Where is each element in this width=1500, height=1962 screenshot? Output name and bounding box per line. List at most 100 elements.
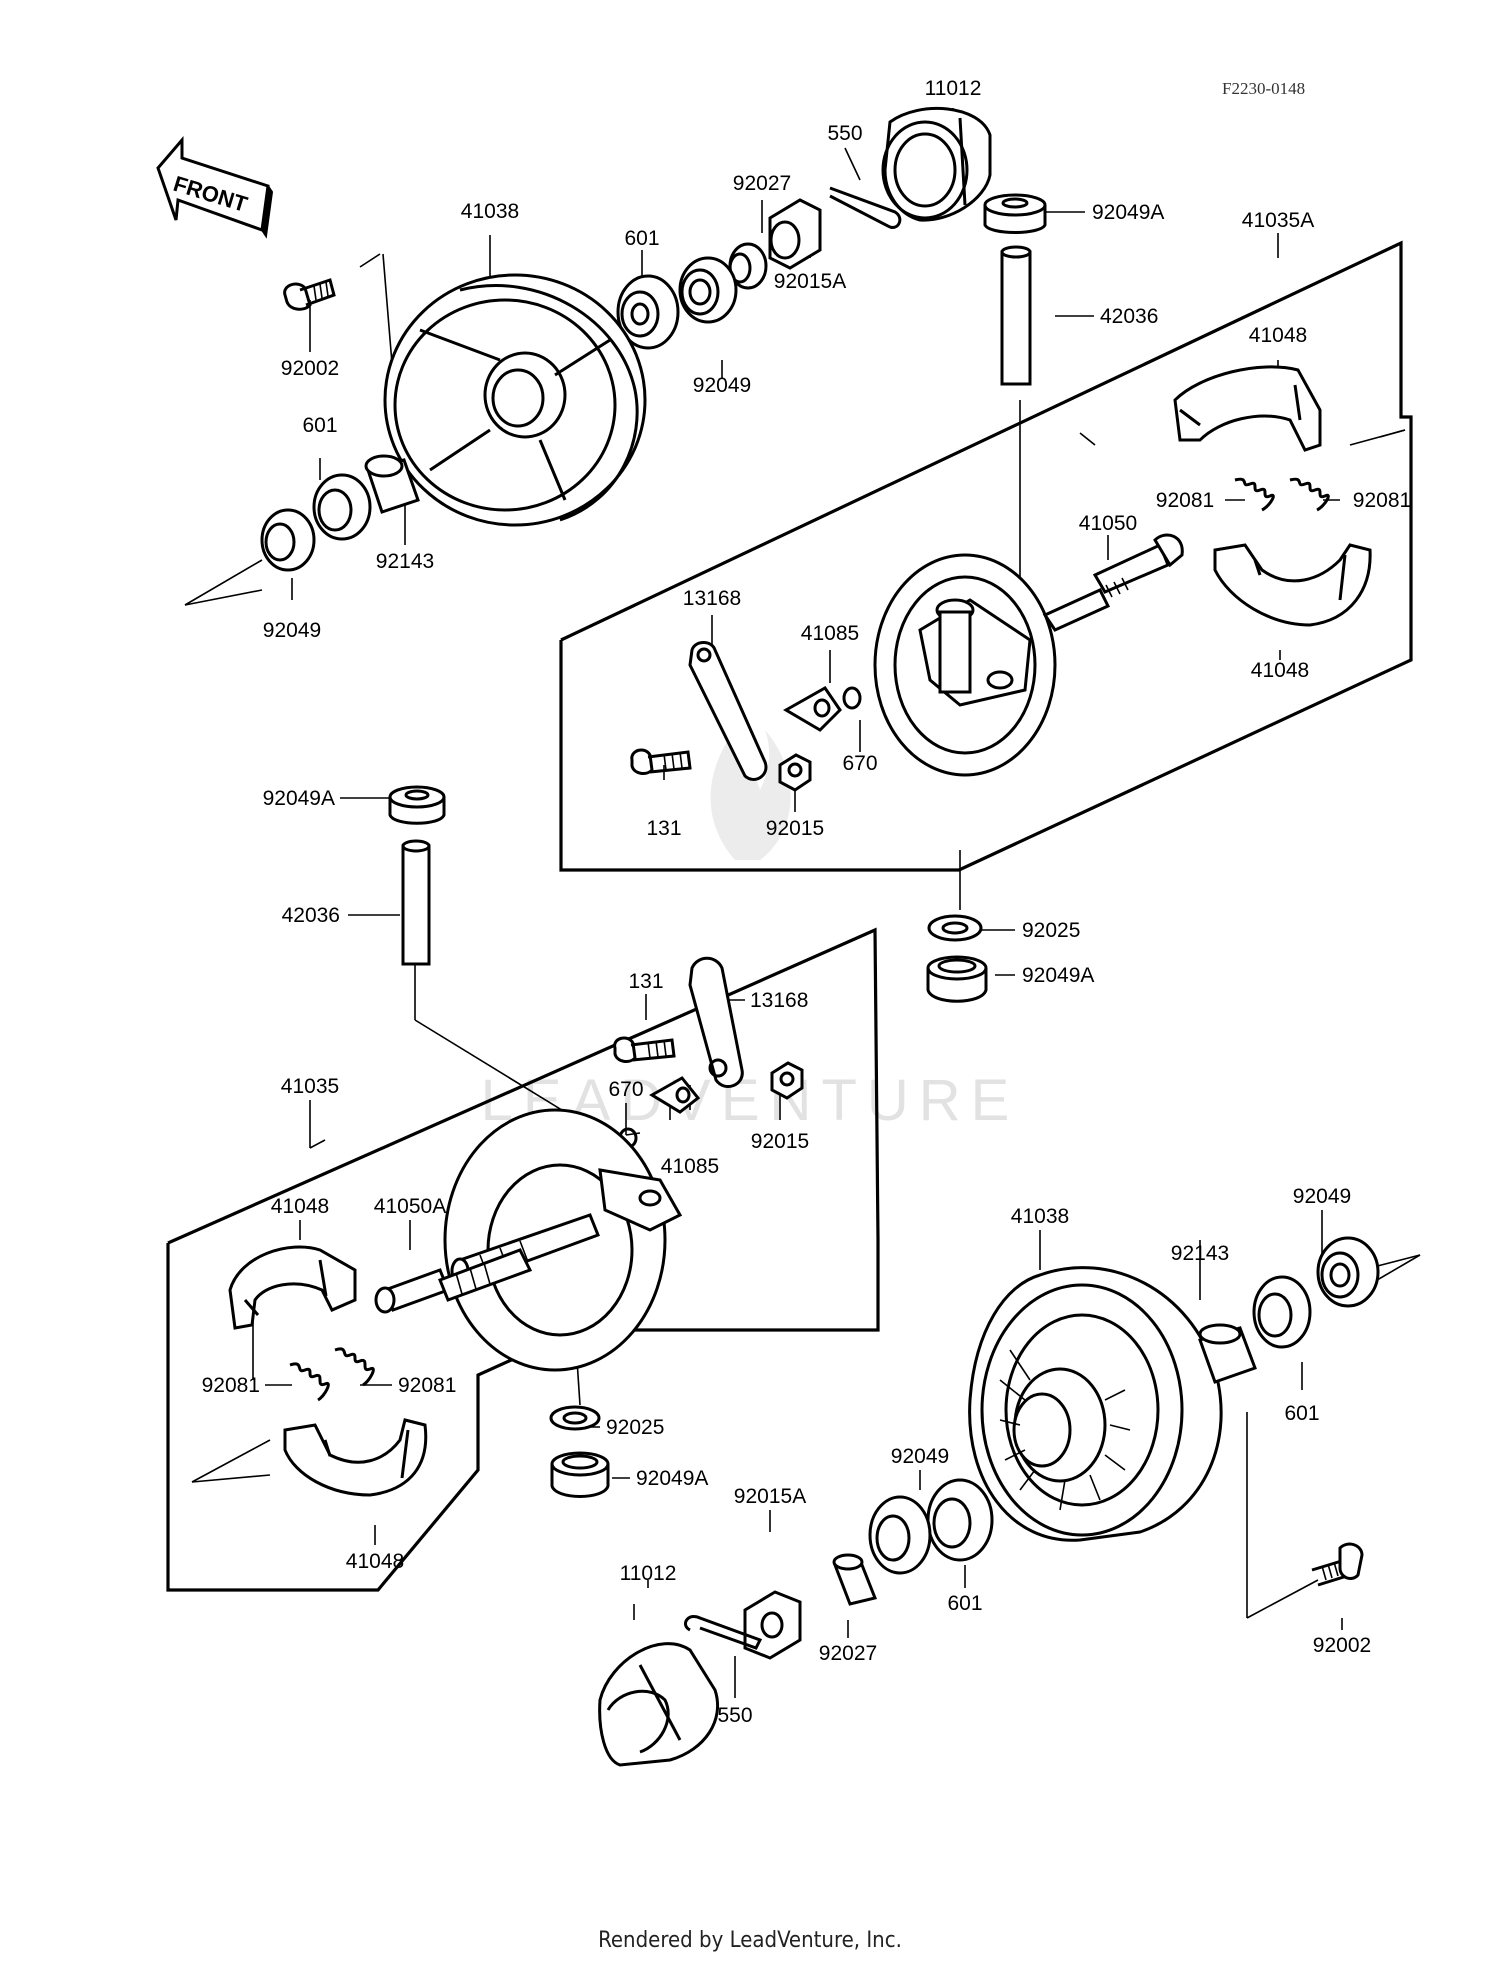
- callout-label: 92015A: [774, 270, 846, 293]
- seal-92049A-bottom: [550, 1451, 610, 1498]
- assembly-frame-41035A: [559, 240, 1413, 872]
- brake-drum-41038-bottom: [968, 1266, 1223, 1542]
- brake-lever-13168-bottom: [688, 956, 744, 1088]
- callout-label: 41035A: [1242, 209, 1314, 232]
- brake-panel-top: [873, 553, 1057, 777]
- callout-label: 92143: [1171, 1242, 1229, 1265]
- oil-seal-92049-bottom-b: [868, 1495, 932, 1575]
- callout-label: 92049A: [636, 1467, 708, 1490]
- callout-label: 92025: [1022, 919, 1080, 942]
- callout-labels: 11012 550 92027 92049A 41038 601 92015A …: [202, 77, 1412, 1727]
- spring-92081-top-b: [1289, 477, 1330, 512]
- callout-label: 13168: [683, 587, 741, 610]
- diagram-code: F2230-0148: [1222, 79, 1305, 98]
- callout-label: 92081: [398, 1374, 456, 1397]
- callout-label: 92015: [751, 1130, 809, 1153]
- brake-shoe-41048-top-lower: [1213, 543, 1372, 627]
- oil-seal-92049-bottom-a: [1316, 1236, 1380, 1308]
- washer-92025-bottom: [549, 1405, 601, 1431]
- brake-cam-41050-top: [1042, 533, 1184, 632]
- callout-label: 92049: [263, 619, 321, 642]
- callout-label: 92081: [202, 1374, 260, 1397]
- callout-label: 550: [717, 1704, 752, 1727]
- callout-label: 92081: [1156, 489, 1214, 512]
- callout-label: 13168: [750, 989, 808, 1012]
- nut-92015-top: [778, 753, 812, 792]
- seal-92049A-top: [926, 955, 988, 1003]
- callout-label: 92027: [819, 1642, 877, 1665]
- axle-42036-mid: [401, 839, 431, 966]
- spring-92081-bottom-b: [334, 1347, 375, 1387]
- callout-label: 92015: [766, 817, 824, 840]
- castle-nut-92015A-top: [768, 198, 822, 270]
- bearing-601-top-a: [616, 274, 680, 350]
- callout-label: 92049A: [1022, 964, 1094, 987]
- bearing-601-top-b: [312, 473, 372, 541]
- callout-label: 41048: [1251, 659, 1309, 682]
- bolt-131-top: [630, 748, 692, 775]
- cotter-pin-550-top: [829, 186, 902, 229]
- hub-cap-11012-bottom: [598, 1642, 720, 1767]
- callout-label: 92025: [606, 1416, 664, 1439]
- hub-cap-11012-top: [881, 106, 992, 222]
- callout-label: 670: [842, 752, 877, 775]
- dust-cap-92049A-mid: [388, 785, 446, 825]
- brake-shoe-41048-bottom-lower: [283, 1418, 428, 1497]
- cotter-pin-550-bottom: [684, 1615, 763, 1650]
- callout-label: 92049: [693, 374, 751, 397]
- callout-label: 92049A: [1092, 201, 1164, 224]
- brake-cam-41050A-bottom: [374, 1248, 533, 1314]
- oil-seal-92049-top: [678, 256, 738, 324]
- callout-label: 131: [646, 817, 681, 840]
- callout-label: 41048: [271, 1195, 329, 1218]
- callout-label: 670: [608, 1078, 643, 1101]
- callout-label: 550: [827, 122, 862, 145]
- callout-label: 42036: [282, 904, 340, 927]
- bolt-92002-bottom: [1311, 1542, 1364, 1587]
- nut-92015-bottom: [770, 1061, 804, 1100]
- brake-drum-41038-top: [383, 273, 647, 527]
- brake-lever-13168-top: [688, 641, 768, 781]
- spacer-92143-top: [364, 454, 420, 514]
- callout-label: 92002: [281, 357, 339, 380]
- callout-label: 601: [302, 414, 337, 437]
- callout-label: 92049: [891, 1445, 949, 1468]
- callout-label: 601: [1284, 1402, 1319, 1425]
- footer-credit: Rendered by LeadVenture, Inc.: [598, 1928, 902, 1953]
- callout-label: 41085: [801, 622, 859, 645]
- brake-shoe-41048-top-upper: [1173, 365, 1322, 452]
- callout-label: 92015A: [734, 1485, 806, 1508]
- callout-label: 41085: [661, 1155, 719, 1178]
- spring-92081-top-a: [1234, 477, 1275, 512]
- spacer-92027-bottom: [832, 1553, 878, 1606]
- spacer-92143-bottom: [1198, 1323, 1257, 1384]
- oil-seal-92049-top-left: [260, 508, 316, 572]
- washer-92025-top: [927, 914, 983, 942]
- callout-label: 92081: [1353, 489, 1411, 512]
- callout-label: 601: [624, 227, 659, 250]
- callout-label: 131: [628, 970, 663, 993]
- callout-label: 41038: [461, 200, 519, 223]
- callout-label: 92002: [1313, 1634, 1371, 1657]
- spring-92081-bottom-a: [289, 1362, 330, 1402]
- bearing-601-bottom-b: [926, 1478, 994, 1562]
- callout-label: 41048: [1249, 324, 1307, 347]
- callout-label: 41035: [281, 1075, 339, 1098]
- callout-label: 92049: [1293, 1185, 1351, 1208]
- front-direction-arrow: FRONT: [156, 135, 274, 239]
- callout-label: 11012: [620, 1562, 677, 1585]
- axle-42036-top: [1000, 245, 1032, 386]
- callout-label: 41038: [1011, 1205, 1069, 1228]
- callout-label: 41050: [1079, 512, 1137, 535]
- wear-indicator-41085-top: [782, 686, 842, 732]
- callout-label: 42036: [1100, 305, 1158, 328]
- dust-cap-92049A-top: [983, 193, 1047, 234]
- wear-indicator-41085-bottom: [649, 1076, 701, 1114]
- bearing-601-bottom-a: [1252, 1275, 1312, 1349]
- bolt-92002-top: [283, 278, 336, 311]
- o-ring-670-top: [842, 686, 862, 710]
- callout-label: 92143: [376, 550, 434, 573]
- brake-shoe-41048-bottom-upper: [228, 1245, 357, 1330]
- callout-label: 41048: [346, 1550, 404, 1573]
